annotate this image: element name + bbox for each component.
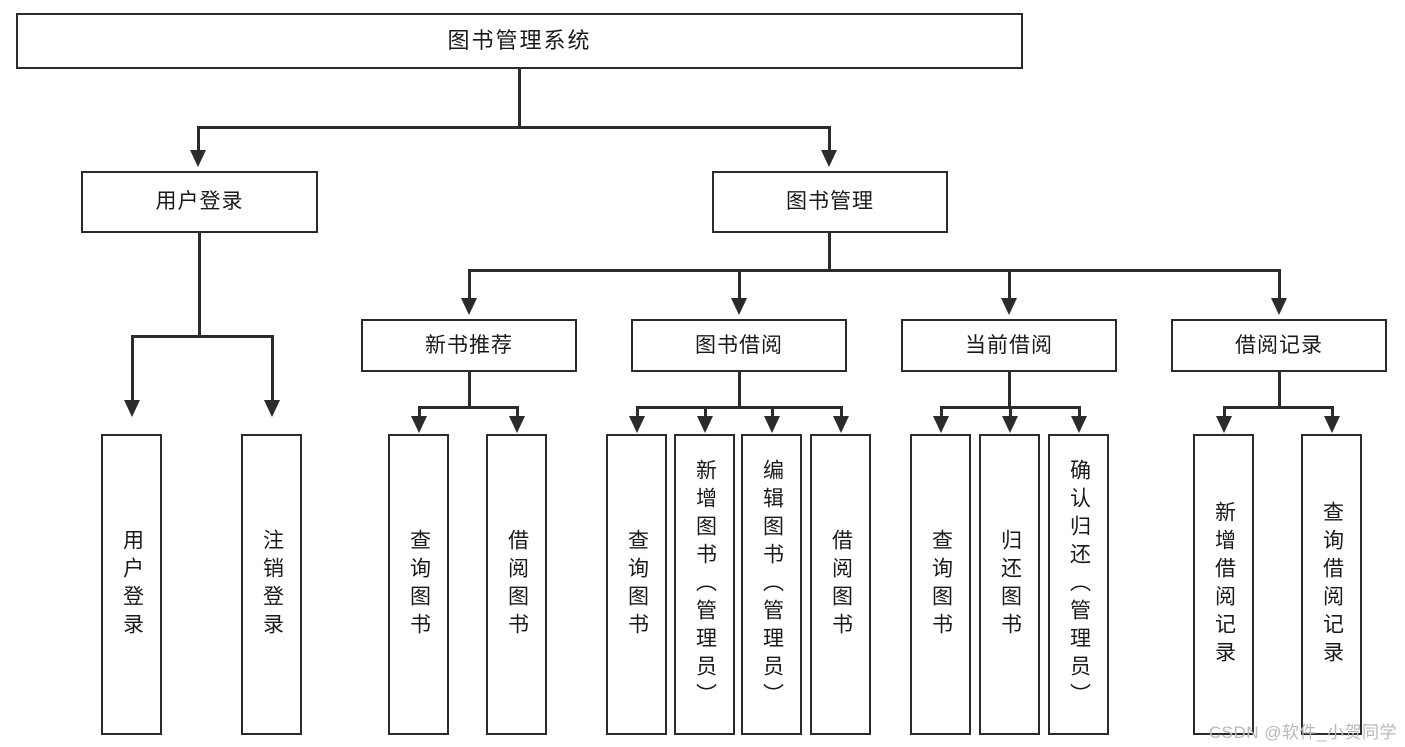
arrowhead-book-management <box>821 150 837 167</box>
connector-bookborrow-leaf1 <box>636 406 639 422</box>
connector-book-management-bar <box>469 269 1280 272</box>
arrowhead-borrowrecord-leaf2 <box>1324 416 1340 433</box>
leaf-label: 借阅图书 <box>505 528 529 641</box>
connector-root-bar <box>198 126 830 129</box>
arrowhead-borrowrecord-leaf1 <box>1216 416 1232 433</box>
leaf-label: 新增图书（管理员） <box>693 458 717 711</box>
node-user-login[interactable]: 用户登录 <box>81 171 318 233</box>
leaf-logout[interactable]: 注销登录 <box>241 434 302 735</box>
leaf-label: 编辑图书（管理员） <box>760 458 784 711</box>
leaf-label: 注销登录 <box>260 528 284 641</box>
arrowhead-user-login <box>190 150 206 167</box>
connector-root-stem <box>518 69 521 127</box>
connector-bookborrow-stem <box>738 372 741 408</box>
arrowhead-current-borrow <box>1001 298 1017 315</box>
connector-bm-to-current-borrow <box>1008 269 1011 302</box>
leaf-label: 查询借阅记录 <box>1320 500 1344 669</box>
arrowhead-currentborrow-leaf2 <box>1002 416 1018 433</box>
leaf-newbook-query-book[interactable]: 查询图书 <box>388 434 449 735</box>
node-book-management[interactable]: 图书管理 <box>712 171 948 233</box>
node-new-book-recommend[interactable]: 新书推荐 <box>361 319 577 372</box>
leaf-newbook-borrow-book[interactable]: 借阅图书 <box>486 434 547 735</box>
arrowhead-leaf-user-login <box>124 400 140 417</box>
connector-newbook-bar <box>419 406 518 409</box>
leaf-bookborrow-add-book-admin[interactable]: 新增图书（管理员） <box>674 434 735 735</box>
leaf-label: 借阅图书 <box>829 528 853 641</box>
connector-bookborrow-leaf3 <box>771 406 774 422</box>
leaf-label: 查询图书 <box>929 528 953 641</box>
leaf-borrowrecord-query-record[interactable]: 查询借阅记录 <box>1301 434 1362 735</box>
connector-currentborrow-leaf1 <box>940 406 943 422</box>
connector-borrowrecord-leaf1 <box>1223 406 1226 422</box>
arrowhead-bookborrow-leaf3 <box>764 416 780 433</box>
arrowhead-newbook-leaf2 <box>509 416 525 433</box>
arrowhead-currentborrow-leaf3 <box>1071 416 1087 433</box>
connector-borrowrecord-bar <box>1224 406 1333 409</box>
connector-bm-to-new-book <box>468 269 471 302</box>
connector-root-to-user-login <box>197 126 200 154</box>
connector-newbook-stem <box>468 372 471 408</box>
leaf-label: 查询图书 <box>625 528 649 641</box>
leaf-borrowrecord-add-record[interactable]: 新增借阅记录 <box>1193 434 1254 735</box>
node-borrow-record[interactable]: 借阅记录 <box>1171 319 1387 372</box>
leaf-currentborrow-query-book[interactable]: 查询图书 <box>910 434 971 735</box>
connector-user-login-stem <box>198 233 201 336</box>
connector-currentborrow-stem <box>1008 372 1011 408</box>
connector-root-to-book-management <box>828 126 831 154</box>
arrowhead-bookborrow-leaf2 <box>697 416 713 433</box>
connector-currentborrow-leaf2 <box>1009 406 1012 422</box>
arrowhead-bookborrow-leaf4 <box>833 416 849 433</box>
connector-currentborrow-leaf3 <box>1078 406 1081 422</box>
arrowhead-bookborrow-leaf1 <box>629 416 645 433</box>
arrowhead-leaf-logout <box>264 400 280 417</box>
connector-bookborrow-bar <box>637 406 842 409</box>
connector-bookborrow-leaf4 <box>840 406 843 422</box>
leaf-currentborrow-return-book[interactable]: 归还图书 <box>979 434 1040 735</box>
leaf-bookborrow-edit-book-admin[interactable]: 编辑图书（管理员） <box>741 434 802 735</box>
arrowhead-currentborrow-leaf1 <box>933 416 949 433</box>
leaf-label: 新增借阅记录 <box>1212 500 1236 669</box>
leaf-label: 用户登录 <box>120 528 144 641</box>
leaf-bookborrow-query-book[interactable]: 查询图书 <box>606 434 667 735</box>
connector-bm-to-book-borrow <box>738 269 741 302</box>
connector-newbook-leaf2 <box>516 406 519 422</box>
connector-borrowrecord-leaf2 <box>1331 406 1334 422</box>
connector-bm-to-borrow-record <box>1278 269 1281 302</box>
arrowhead-borrow-record <box>1271 298 1287 315</box>
leaf-currentborrow-confirm-return-admin[interactable]: 确认归还（管理员） <box>1048 434 1109 735</box>
connector-user-login-bar <box>132 335 273 338</box>
connector-user-login-leaf2 <box>271 335 274 405</box>
leaf-user-login[interactable]: 用户登录 <box>101 434 162 735</box>
connector-user-login-leaf1 <box>131 335 134 405</box>
arrowhead-new-book-recommend <box>461 298 477 315</box>
node-book-borrow[interactable]: 图书借阅 <box>631 319 847 372</box>
leaf-bookborrow-borrow-book[interactable]: 借阅图书 <box>810 434 871 735</box>
connector-book-management-stem <box>828 233 831 271</box>
node-current-borrow[interactable]: 当前借阅 <box>901 319 1117 372</box>
leaf-label: 查询图书 <box>407 528 431 641</box>
node-root-book-management-system[interactable]: 图书管理系统 <box>16 13 1023 69</box>
leaf-label: 确认归还（管理员） <box>1067 458 1091 711</box>
connector-borrowrecord-stem <box>1278 372 1281 408</box>
arrowhead-book-borrow <box>731 298 747 315</box>
connector-newbook-leaf1 <box>418 406 421 422</box>
leaf-label: 归还图书 <box>998 528 1022 641</box>
arrowhead-newbook-leaf1 <box>411 416 427 433</box>
connector-bookborrow-leaf2 <box>704 406 707 422</box>
